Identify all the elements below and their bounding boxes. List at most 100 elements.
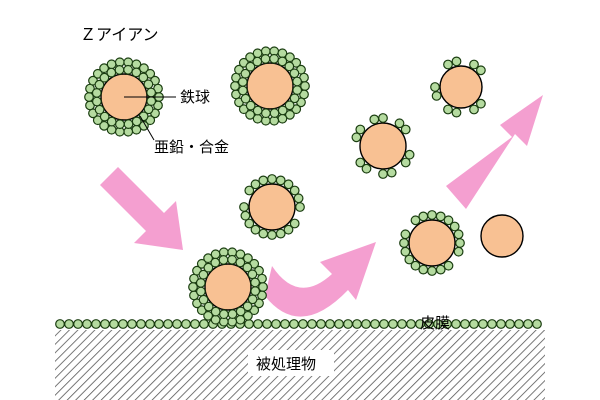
iron-ball-group	[399, 210, 465, 276]
zinc-alloy-bead	[198, 269, 209, 280]
zinc-alloy-bead	[277, 113, 288, 124]
zinc-alloy-bead	[253, 319, 263, 329]
zinc-alloy-bead	[451, 107, 462, 118]
zinc-alloy-bead	[267, 230, 277, 240]
zinc-alloy-bead	[277, 105, 288, 116]
zinc-alloy-bead	[258, 282, 268, 292]
zinc-alloy-bead	[269, 108, 280, 118]
zinc-alloy-bead	[430, 82, 440, 92]
zinc-alloy-bead	[292, 85, 303, 95]
zinc-alloy-bead	[237, 76, 248, 87]
zinc-alloy-bead	[476, 65, 486, 76]
zinc-alloy-bead	[406, 319, 416, 329]
iron-ball-core	[439, 65, 483, 109]
zinc-alloy-bead	[138, 72, 149, 83]
zinc-alloy-bead	[271, 319, 281, 329]
zinc-alloy-bead	[235, 306, 246, 317]
zinc-alloy-bead	[267, 174, 277, 184]
zinc-alloy-bead	[496, 319, 506, 329]
zinc-alloy-bead	[352, 319, 362, 329]
iron-ball-group	[239, 174, 305, 240]
zinc-alloy-bead	[82, 319, 92, 329]
zinc-alloy-bead	[188, 282, 198, 292]
zinc-alloy-bead	[532, 319, 542, 329]
zinc-alloy-bead	[138, 63, 149, 74]
zinc-alloy-bead	[451, 56, 462, 67]
zinc-alloy-bead	[172, 319, 182, 329]
zinc-alloy-bead	[136, 319, 146, 329]
zinc-alloy-bead	[100, 319, 110, 329]
zinc-alloy-bead	[443, 104, 453, 115]
zinc-alloy-bead	[460, 319, 470, 329]
zinc-alloy-bead	[378, 169, 388, 179]
iron-ball-core	[248, 183, 296, 231]
zinc-alloy-bead	[190, 319, 200, 329]
zinc-alloy-bead	[242, 253, 253, 264]
zinc-alloy-bead	[250, 277, 261, 288]
zinc-alloy-bead	[469, 59, 479, 70]
arrow-outgoing	[446, 95, 543, 209]
zinc-alloy-bead	[252, 105, 263, 116]
zinc-alloy-bead	[427, 210, 437, 220]
zinc-alloy-bead	[289, 68, 300, 79]
zinc-alloy-bead	[298, 319, 308, 329]
zinc-alloy-bead	[284, 61, 295, 72]
zinc-alloy-bead	[145, 319, 155, 329]
zinc-alloy-bead	[285, 109, 295, 120]
iron-ball-core	[408, 219, 456, 267]
zinc-alloy-bead	[235, 257, 246, 268]
zinc-alloy-bead	[245, 52, 256, 63]
zinc-alloy-bead	[400, 246, 411, 257]
zinc-alloy-bead	[227, 309, 238, 320]
zinc-alloy-bead	[400, 124, 411, 135]
zinc-alloy-bead	[131, 67, 142, 78]
zinc-alloy-bead	[195, 286, 206, 297]
zinc-alloy-bead	[523, 319, 533, 329]
zinc-alloy-bead	[245, 109, 256, 120]
zinc-alloy-bead	[250, 179, 261, 190]
zinc-alloy-bead	[143, 79, 154, 90]
zinc-alloy-bead	[239, 202, 249, 212]
zinc-alloy-bead	[252, 56, 263, 67]
substrate-label-bg	[248, 350, 334, 376]
iron-ball-group	[230, 46, 310, 126]
zinc-alloy-bead	[289, 319, 299, 329]
balls-layer	[84, 46, 524, 327]
zinc-alloy-bead	[242, 301, 253, 312]
zinc-alloy-bead	[397, 319, 407, 329]
zinc-alloy-bead	[99, 72, 110, 83]
iron-ball-core	[246, 62, 294, 110]
zinc-alloy-bead	[355, 124, 366, 135]
zinc-alloy-bead	[84, 92, 94, 102]
zinc-alloy-bead	[242, 310, 253, 321]
zinc-alloy-bead	[73, 319, 83, 329]
zinc-alloy-bead	[378, 113, 388, 123]
zinc-alloy-bead	[106, 59, 117, 70]
iron-ball-core	[204, 263, 252, 311]
zinc-alloy-bead	[154, 319, 164, 329]
zinc-alloy-bead	[262, 319, 272, 329]
zinc-alloy-bead	[210, 306, 221, 317]
zinc-alloy-bead	[242, 262, 253, 273]
zinc-alloy-bead	[138, 120, 149, 131]
arrow-incoming	[100, 167, 183, 250]
zinc-alloy-bead	[443, 215, 454, 226]
zinc-alloy-bead	[275, 175, 286, 186]
zinc-alloy-bead	[94, 104, 105, 115]
zinc-alloy-bead	[418, 264, 429, 275]
zinc-alloy-bead	[443, 260, 454, 271]
zinc-alloy-bead	[247, 294, 258, 305]
zinc-alloy-bead	[361, 163, 372, 174]
zinc-alloy-bead	[394, 118, 405, 129]
zinc-alloy-bead	[230, 81, 240, 91]
zinc-alloy-bead	[280, 319, 290, 329]
zinc-alloy-bead	[94, 79, 105, 90]
zinc-alloy-bead	[240, 93, 251, 104]
zinc-alloy-bead	[295, 202, 305, 212]
zinc-alloy-bead	[218, 309, 229, 320]
zinc-alloy-bead	[131, 124, 142, 135]
zinc-alloy-bead	[469, 319, 479, 329]
zinc-alloy-bead	[443, 59, 453, 70]
zinc-alloy-bead	[240, 210, 251, 221]
